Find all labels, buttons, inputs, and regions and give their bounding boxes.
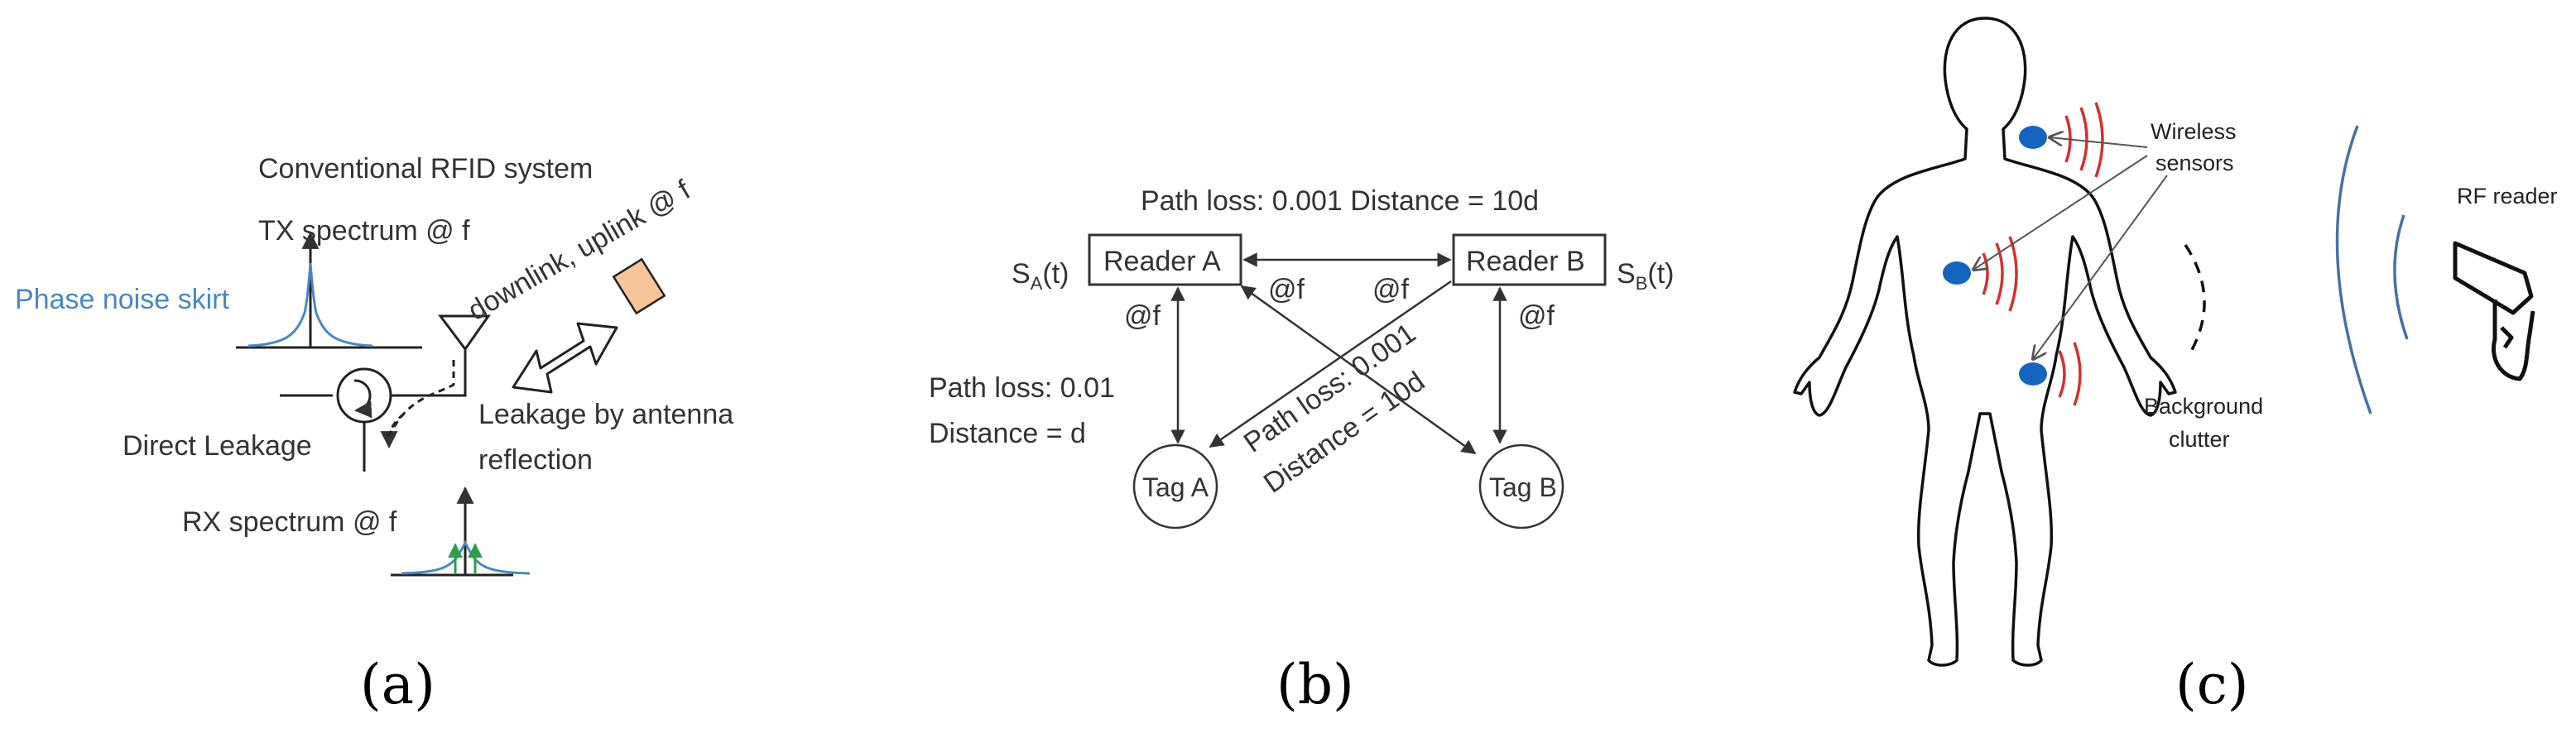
sensor-shoulder: [2019, 126, 2047, 149]
link-label: downlink, uplink @ f: [463, 174, 696, 327]
direct-leakage-label: Direct Leakage: [123, 430, 312, 462]
tag-a-circle: [1132, 443, 1218, 530]
freq-label-cross-right: @f: [1372, 274, 1410, 305]
rx-spectrum-plot: [391, 486, 531, 577]
waist-wave-3: [2008, 236, 2018, 312]
tag-a-label: Tag A: [1142, 472, 1209, 502]
pointer-thigh: [2033, 175, 2168, 359]
reader-b-box: [1452, 233, 1607, 286]
antenna-triangle: [438, 314, 491, 352]
rf-reader-trigger: [2500, 326, 2514, 349]
reflection-label: reflection: [478, 444, 593, 476]
waist-wave-1: [1982, 252, 1989, 295]
thigh-wave-2: [2073, 342, 2082, 406]
tag-b-circle: [1478, 443, 1564, 530]
caption-b: (b): [1276, 653, 1354, 716]
rf-reader-label: RF reader: [2457, 184, 2558, 208]
sa-signal-label: SA(t): [1012, 258, 1069, 294]
reader-a-tag-b-arrow: [1240, 285, 1477, 455]
direct-leakage-arrow: [380, 412, 405, 449]
background-clutter-label-2: clutter: [2169, 427, 2230, 452]
sb-signal-label: SB(t): [1617, 258, 1674, 294]
freq-label-b: @f: [1518, 300, 1555, 332]
antenna-reflection-path: [386, 360, 455, 438]
circulator: [280, 367, 439, 472]
waist-wave-2: [1995, 242, 2004, 305]
pointer-shoulder: [2050, 137, 2148, 148]
link-double-arrow: [512, 322, 618, 394]
reader-a-label: Reader A: [1103, 246, 1221, 277]
caption-c: (c): [2175, 653, 2248, 716]
caption-a: (a): [360, 653, 435, 716]
rf-reader-handle: [2492, 300, 2535, 381]
phase-noise-skirt-curve: [248, 262, 373, 347]
reader-a-box: [1088, 233, 1242, 286]
rx-noise-skirt-curve: [401, 539, 531, 575]
tx-spectrum-label: TX spectrum @ f: [258, 215, 470, 247]
reader-b-label: Reader B: [1466, 246, 1585, 277]
shoulder-wave-3: [2094, 102, 2104, 178]
thigh-wave-1: [2058, 350, 2066, 398]
phase-noise-skirt-label: Phase noise skirt: [15, 284, 229, 315]
freq-label-cross-left: @f: [1268, 274, 1305, 305]
tag-b-label: Tag B: [1489, 472, 1557, 502]
left-distance-label: Distance = d: [929, 418, 1086, 449]
panel-c: Wireless sensors Background clutter RF r…: [1793, 17, 2558, 716]
left-path-loss-label: Path loss: 0.01: [929, 372, 1115, 404]
circulator-circle: [336, 367, 392, 424]
tx-spectrum-plot: [236, 231, 422, 349]
circulator-rotation-arrow: [353, 379, 372, 419]
shoulder-wave-2: [2079, 107, 2088, 171]
panel-a-title: Conventional RFID system: [258, 153, 593, 184]
freq-label-a: @f: [1124, 300, 1161, 332]
background-clutter-arc: [2184, 244, 2206, 357]
antenna: [438, 314, 491, 397]
wireless-sensors-label-2: sensors: [2155, 151, 2234, 175]
reader-wave-outer: [2335, 125, 2372, 415]
antenna-feed-line: [439, 347, 467, 397]
pointer-waist: [1973, 155, 2148, 270]
rfid-tag: [612, 257, 666, 315]
reader-b-tag-a-arrow: [1209, 280, 1452, 448]
sensor-thigh: [2019, 362, 2047, 386]
panel-b: Path loss: 0.001 Distance = 10d Reader A…: [929, 185, 1674, 716]
rx-spectrum-label: RX spectrum @ f: [182, 506, 397, 538]
background-clutter-label-1: Background: [2144, 394, 2263, 419]
top-path-label: Path loss: 0.001 Distance = 10d: [1141, 185, 1539, 217]
human-body-outline: [1793, 17, 2177, 667]
reader-wave-inner: [2393, 214, 2409, 340]
sensor-waist: [1943, 261, 1971, 285]
rf-reader-device: [2453, 241, 2535, 381]
leakage-antenna-label: Leakage by antenna: [478, 399, 733, 430]
wireless-sensors-label-1: Wireless: [2151, 119, 2237, 144]
rf-reader-head: [2453, 241, 2534, 315]
sensor-waves: [1982, 102, 2104, 406]
panel-a: Conventional RFID system TX spectrum @ f…: [15, 153, 733, 716]
